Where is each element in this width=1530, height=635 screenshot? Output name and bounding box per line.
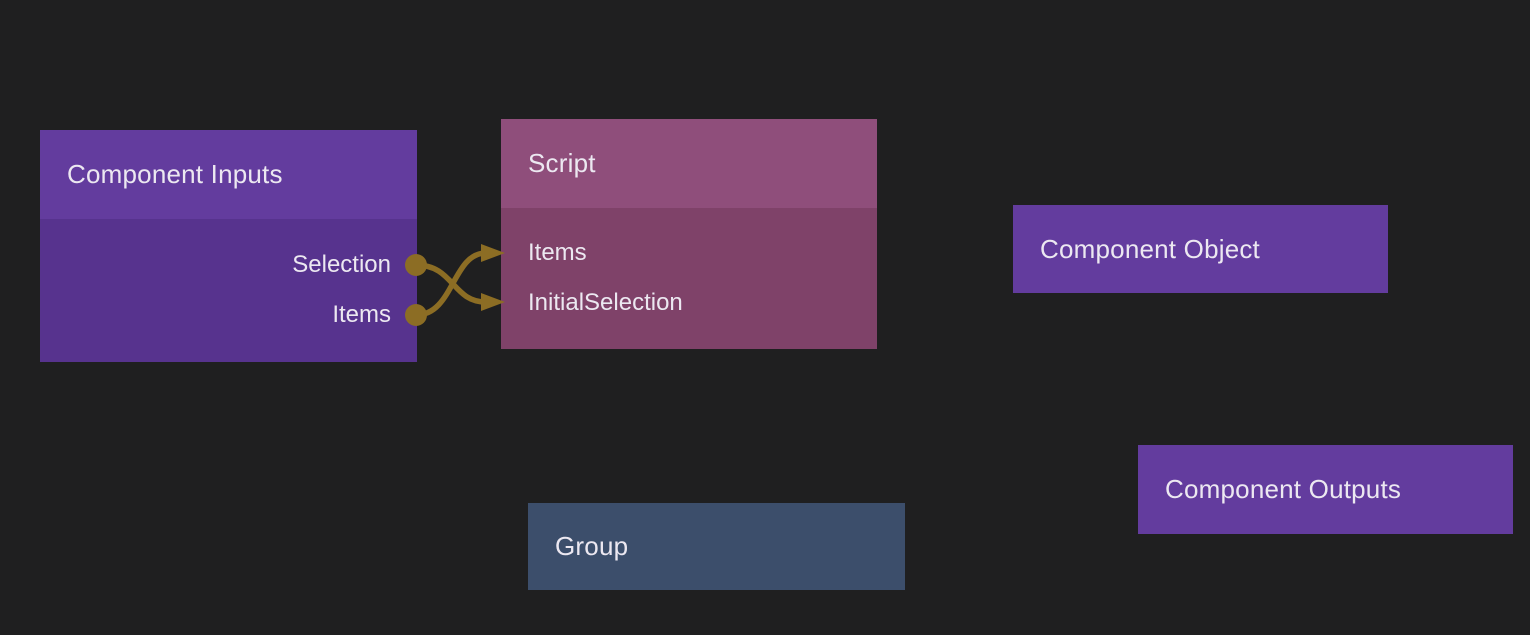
- port-label-items: Items: [332, 301, 391, 328]
- port-label-selection: Selection: [292, 251, 391, 278]
- node-component-outputs[interactable]: Component Outputs: [1138, 445, 1513, 534]
- node-title: Component Object: [1040, 233, 1260, 264]
- node-component-object-header[interactable]: Component Object: [1013, 205, 1388, 293]
- port-label-initialselection: InitialSelection: [528, 289, 683, 316]
- input-port-row-items: Items: [501, 228, 877, 278]
- output-port-row-items: Items: [40, 290, 417, 340]
- node-group-header[interactable]: Group: [528, 503, 905, 590]
- output-port-items-icon[interactable]: [405, 304, 427, 326]
- node-component-inputs[interactable]: Component Inputs Selection Items: [40, 130, 417, 362]
- wire-items-to-items[interactable]: [415, 250, 487, 318]
- node-component-outputs-header[interactable]: Component Outputs: [1138, 445, 1513, 534]
- node-component-inputs-body: Selection Items: [40, 219, 417, 362]
- node-component-object[interactable]: Component Object: [1013, 205, 1388, 293]
- node-script-header[interactable]: Script: [501, 119, 877, 208]
- node-title: Component Outputs: [1165, 474, 1402, 504]
- node-title: Component Inputs: [67, 159, 283, 189]
- output-port-row-selection: Selection: [40, 240, 417, 290]
- node-title: Group: [555, 531, 629, 561]
- port-label-items: Items: [528, 239, 587, 266]
- node-group[interactable]: Group: [528, 503, 905, 590]
- arrowhead-initialselection-icon: [481, 293, 505, 311]
- arrowhead-items-icon: [481, 244, 505, 262]
- node-script[interactable]: Script Items InitialSelection: [501, 119, 877, 349]
- input-port-row-initialselection: InitialSelection: [501, 278, 877, 328]
- output-port-selection-icon[interactable]: [405, 254, 427, 276]
- node-component-inputs-header[interactable]: Component Inputs: [40, 130, 417, 219]
- node-title: Script: [528, 148, 596, 178]
- node-script-body: Items InitialSelection: [501, 208, 877, 349]
